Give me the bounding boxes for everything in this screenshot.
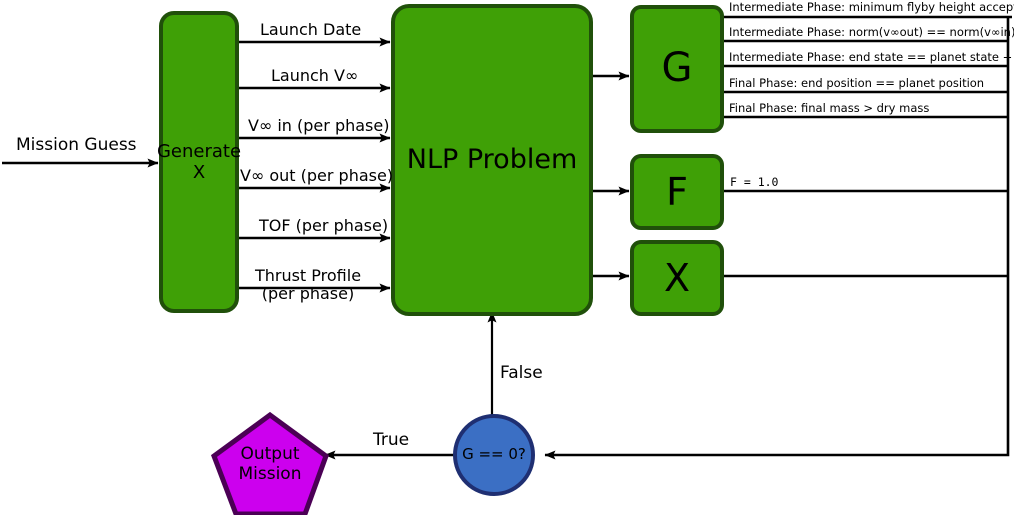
constraint-label-1: Intermediate Phase: minimum flyby height… (729, 0, 1014, 14)
node-decision-shape (453, 414, 535, 496)
constraint-label-5: Final Phase: final mass > dry mass (729, 101, 930, 115)
edge-label-mission-guess: Mission Guess (16, 135, 137, 155)
node-f-shape (630, 154, 724, 230)
edge-label-launch-vinf: Launch V∞ (271, 66, 359, 85)
edge-label-vinf-out: V∞ out (per phase) (240, 166, 394, 185)
node-generate-x-label: Generate X (156, 140, 242, 183)
edge-label-launch-date: Launch Date (260, 20, 362, 39)
constraint-label-2: Intermediate Phase: norm(v∞out) == norm(… (729, 25, 1014, 39)
node-x-shape (630, 240, 724, 316)
node-x-label: X (663, 255, 691, 300)
node-nlp-problem-shape (391, 4, 593, 316)
node-output-mission-label: Output Mission (238, 443, 302, 484)
branch-label-true: True (373, 430, 410, 450)
node-output-mission-shape (210, 411, 329, 515)
node-nlp-problem-label: NLP Problem (406, 144, 578, 176)
constraint-label-3: Intermediate Phase: end state == planet … (729, 50, 1014, 64)
feedback-path (544, 17, 1010, 460)
node-g-label: G (661, 45, 693, 92)
node-g-shape (630, 5, 724, 133)
branch-label-false: False (500, 363, 543, 383)
objective-label: F = 1.0 (730, 175, 779, 189)
edge-label-thrust-profile: Thrust Profile (per phase) (254, 266, 362, 303)
node-decision-label: G == 0? (462, 445, 526, 464)
edge-label-vinf-in: V∞ in (per phase) (248, 116, 390, 135)
constraint-label-4: Final Phase: end position == planet posi… (729, 76, 985, 90)
node-f-label: F (666, 169, 688, 214)
node-generate-x-shape (159, 11, 239, 313)
edge-label-tof: TOF (per phase) (259, 216, 389, 235)
